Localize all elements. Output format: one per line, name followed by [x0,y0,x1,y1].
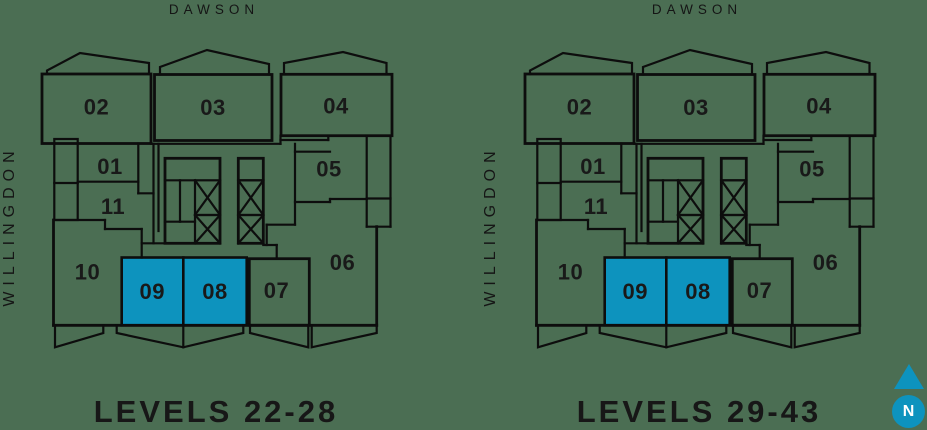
caption-levels-29-43: LEVELS 29-43 [576,394,822,429]
unit-label-05: 05 [799,157,824,182]
unit-label-08: 08 [202,279,227,304]
unit-label-10: 10 [75,260,100,285]
street-label-dawson-left: DAWSON [168,2,260,17]
unit-label-01: 01 [580,154,605,179]
street-label-willingdon-right: WILLINGDON [482,145,499,307]
unit-label-08: 08 [685,279,710,304]
north-compass: N [886,362,927,430]
unit-label-07: 07 [264,278,289,303]
unit-label-06: 06 [330,250,355,275]
unit-label-01: 01 [97,154,122,179]
unit-label-03: 03 [683,95,708,120]
floorplan-levels-22-28: 02 03 04 01 05 11 10 09 08 07 06 [40,48,394,349]
unit-label-11: 11 [101,194,125,219]
unit-label-04: 04 [806,94,832,119]
north-arrow-icon [894,364,924,389]
unit-label-11: 11 [584,194,608,219]
unit-label-07: 07 [747,278,772,303]
caption-levels-22-28: LEVELS 22-28 [93,394,339,429]
unit-label-10: 10 [558,260,583,285]
unit-label-04: 04 [323,94,349,119]
unit-label-09: 09 [623,279,648,304]
north-badge: N [892,395,925,428]
unit-label-02: 02 [567,95,592,120]
unit-label-02: 02 [84,95,109,120]
street-label-dawson-right: DAWSON [651,2,743,17]
floorplan-levels-29-43: 02 03 04 01 05 11 10 09 08 07 06 [523,48,877,349]
unit-label-09: 09 [140,279,165,304]
unit-label-03: 03 [200,95,225,120]
unit-label-06: 06 [813,250,838,275]
unit-label-05: 05 [316,157,341,182]
street-label-willingdon-left: WILLINGDON [1,145,18,307]
north-badge-label: N [902,402,915,420]
